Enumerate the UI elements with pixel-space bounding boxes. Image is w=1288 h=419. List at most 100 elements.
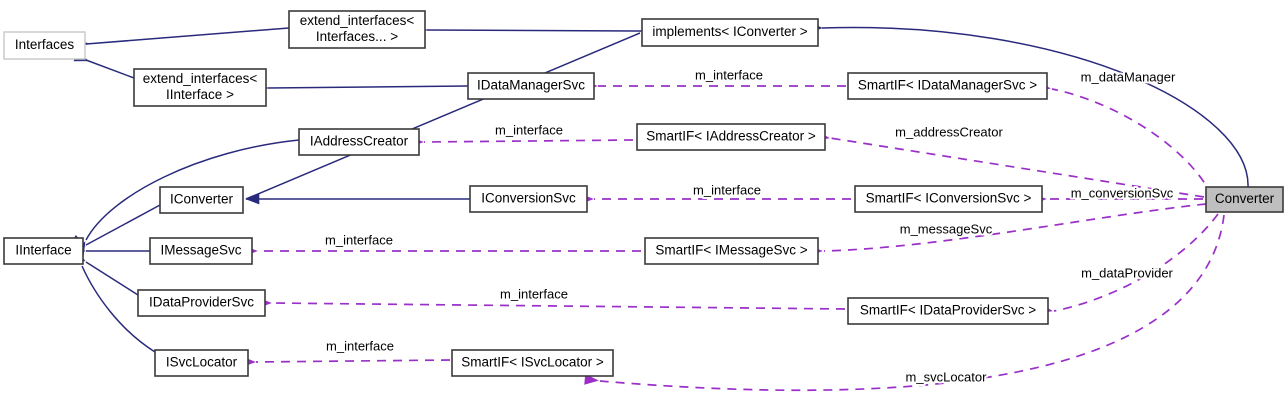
node-box	[298, 128, 420, 156]
svg-text:m_conversionSvc: m_conversionSvc	[1071, 185, 1174, 200]
svg-text:m_addressCreator: m_addressCreator	[895, 124, 1003, 139]
inheritance-edge	[808, 22, 1249, 189]
node-box	[847, 72, 1048, 100]
inheritance-edge	[254, 82, 469, 94]
node-label: SmartIF< IConversionSvc >	[866, 191, 1032, 206]
node-label: IConversionSvc	[481, 191, 576, 206]
node-idatamanagersvc[interactable]: IDataManagerSvc	[467, 72, 595, 100]
inheritance-edge	[413, 24, 643, 36]
node-label: IDataManagerSvc	[477, 78, 585, 93]
node-label: Interfaces... >	[316, 29, 398, 44]
svg-text:m_dataManager: m_dataManager	[1081, 69, 1176, 84]
node-smartif_iaddresscreator[interactable]: SmartIF< IAddressCreator >	[636, 123, 826, 151]
svg-text:m_interface: m_interface	[695, 67, 763, 82]
node-box	[467, 72, 595, 100]
usage-edge	[583, 80, 846, 92]
node-label: SmartIF< IDataManagerSvc >	[858, 78, 1037, 93]
node-label: IConverter	[170, 192, 234, 207]
svg-text:m_interface: m_interface	[326, 338, 394, 353]
node-label: extend_interfaces<	[300, 13, 415, 28]
node-label: Interfaces	[15, 37, 75, 52]
node-label: IAddressCreator	[310, 134, 409, 149]
svg-text:m_interface: m_interface	[500, 286, 568, 301]
node-iaddresscreator[interactable]: IAddressCreator	[298, 128, 420, 156]
node-isvclocator[interactable]: ISvcLocator	[154, 349, 249, 377]
usage-edge	[409, 136, 634, 148]
node-label: extend_interfaces<	[143, 71, 258, 86]
node-label: IDataProviderSvc	[149, 295, 254, 310]
svg-text:m_messageSvc: m_messageSvc	[900, 221, 993, 236]
node-box	[847, 297, 1049, 325]
node-converter[interactable]: Converter	[1205, 186, 1284, 213]
node-label: IMessageSvc	[160, 243, 241, 258]
svg-text:m_svcLocator: m_svcLocator	[906, 369, 988, 384]
node-extend_pack[interactable]: extend_interfaces<Interfaces... >	[288, 10, 426, 49]
node-label: implements< IConverter >	[652, 24, 807, 39]
inheritance-edge	[74, 27, 290, 50]
usage-edge	[243, 245, 641, 257]
node-box	[641, 18, 819, 47]
node-smartif_idataprovidersvc[interactable]: SmartIF< IDataProviderSvc >	[847, 297, 1049, 325]
node-box	[3, 237, 84, 265]
svg-text:m_interface: m_interface	[326, 338, 394, 353]
node-label: SmartIF< IMessageSvc >	[655, 243, 807, 258]
node-box	[137, 289, 266, 317]
svg-text:m_interface: m_interface	[495, 122, 563, 137]
svg-text:m_dataProvider: m_dataProvider	[1081, 265, 1173, 280]
node-box	[644, 237, 819, 265]
node-box	[154, 349, 249, 377]
node-label: SmartIF< IDataProviderSvc >	[860, 303, 1036, 318]
node-label: SmartIF< IAddressCreator >	[646, 129, 816, 144]
node-layer: Interfacesextend_interfaces<Interfaces..…	[3, 10, 1284, 377]
svg-text:m_svcLocator: m_svcLocator	[906, 369, 988, 384]
node-box	[288, 10, 426, 49]
node-imessagesvc[interactable]: IMessageSvc	[149, 237, 253, 265]
node-box	[159, 186, 244, 214]
node-smartif_imessagesvc[interactable]: SmartIF< IMessageSvc >	[644, 237, 819, 265]
svg-text:m_interface: m_interface	[695, 67, 763, 82]
usage-edge	[1035, 80, 1213, 197]
inheritance-edge	[245, 32, 641, 205]
arrowhead	[584, 373, 599, 385]
node-idataprovidersvc[interactable]: IDataProviderSvc	[137, 289, 266, 317]
node-smartif_isvclocator[interactable]: SmartIF< ISvcLocator >	[451, 349, 614, 377]
node-interfaces[interactable]: Interfaces	[3, 31, 86, 60]
node-box	[636, 123, 826, 151]
svg-text:m_interface: m_interface	[495, 122, 563, 137]
node-box	[854, 185, 1043, 213]
svg-text:m_addressCreator: m_addressCreator	[895, 124, 1003, 139]
node-label: ISvcLocator	[166, 355, 238, 370]
node-box	[451, 349, 614, 377]
svg-text:m_interface: m_interface	[325, 232, 393, 247]
node-label: IInterface >	[166, 87, 234, 102]
svg-text:m_dataProvider: m_dataProvider	[1081, 265, 1173, 280]
node-box	[149, 237, 253, 265]
node-implements_iconverter[interactable]: implements< IConverter >	[641, 18, 819, 47]
node-smartif_idatamanagersvc[interactable]: SmartIF< IDataManagerSvc >	[847, 72, 1048, 100]
node-iconverter[interactable]: IConverter	[159, 186, 244, 214]
node-smartif_iconversionsvc[interactable]: SmartIF< IConversionSvc >	[854, 185, 1043, 213]
usage-edge	[241, 356, 451, 368]
svg-text:m_interface: m_interface	[500, 286, 568, 301]
node-iinterface[interactable]: IInterface	[3, 237, 84, 265]
node-label: SmartIF< ISvcLocator >	[461, 355, 604, 370]
node-box	[1205, 186, 1284, 213]
node-box	[133, 68, 267, 107]
usage-edge	[584, 214, 1225, 391]
svg-text:m_interface: m_interface	[693, 182, 761, 197]
node-extend_iinterface[interactable]: extend_interfaces<IInterface >	[133, 68, 267, 107]
node-iconversionsvc[interactable]: IConversionSvc	[469, 185, 588, 213]
node-box	[3, 31, 86, 60]
